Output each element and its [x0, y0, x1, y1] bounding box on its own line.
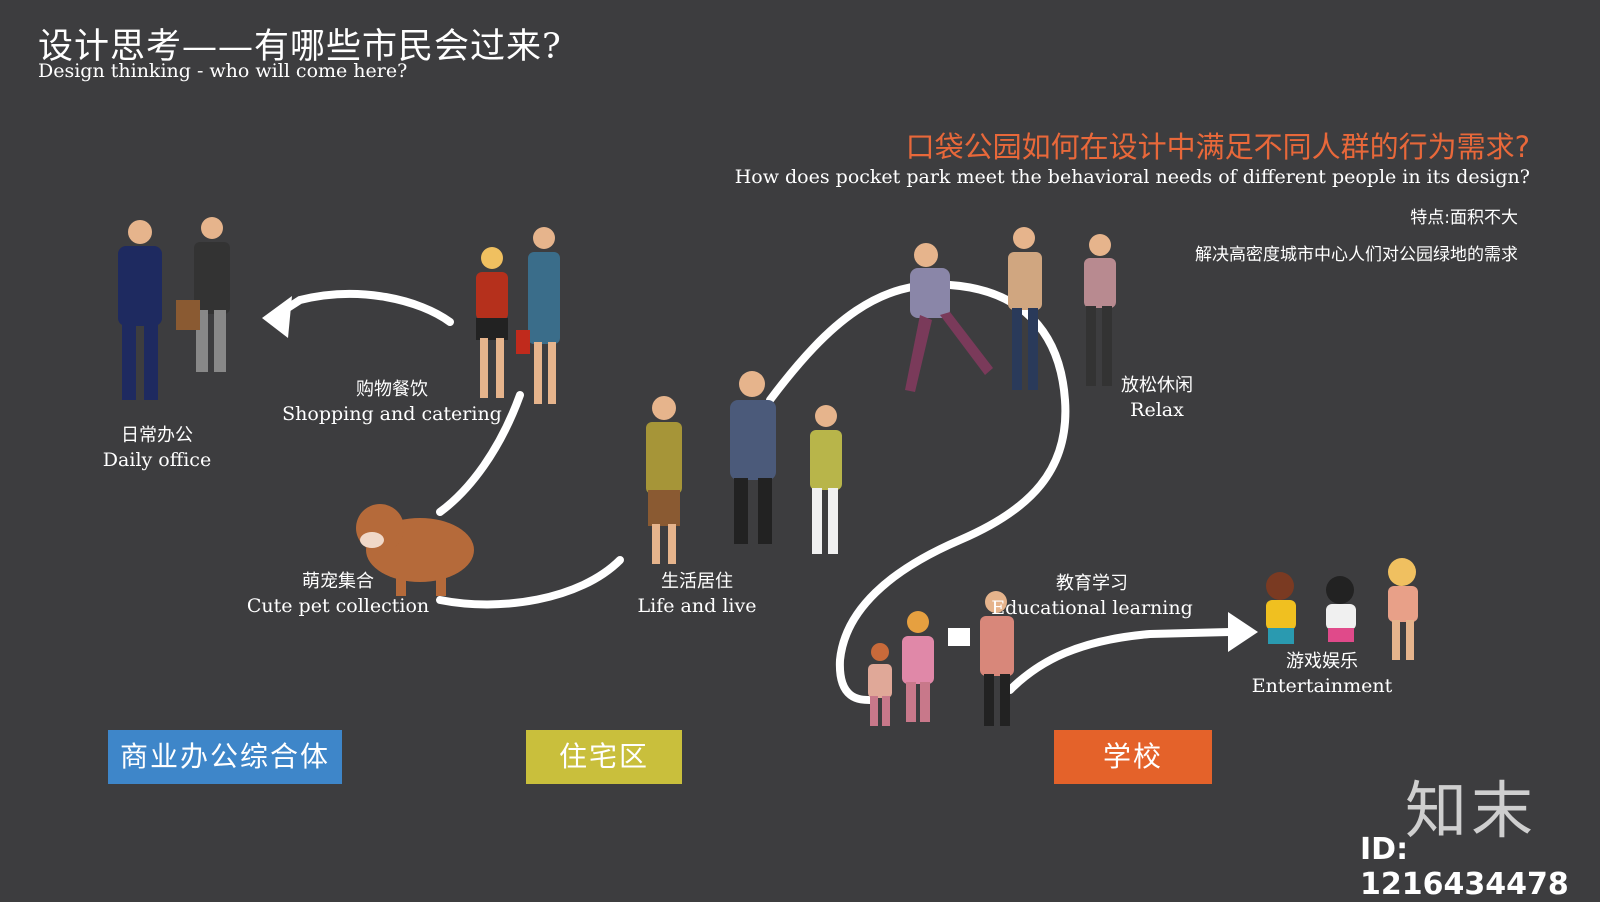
relaxing-woman-figure: [1008, 227, 1042, 390]
relaxing-woman-figure-2: [1084, 234, 1116, 386]
activity-label-en: Shopping and catering: [282, 403, 502, 425]
question-subheading: How does pocket park meet the behavioral…: [734, 166, 1530, 188]
zone-commercial-office: 商业办公综合体: [108, 730, 342, 784]
playing-kid-figure-2: [1326, 576, 1356, 642]
brand-logo: 知末: [1405, 774, 1538, 847]
activity-label-cn: 萌宠集合: [302, 571, 374, 592]
teacher-figure: [948, 591, 1014, 726]
arrow-left-head: [262, 296, 292, 338]
resident-woman-figure: [646, 396, 682, 564]
activity-label-en: Cute pet collection: [246, 595, 430, 617]
office-worker-figure: [118, 220, 162, 400]
activity-label-cn: 放松休闲: [1121, 375, 1193, 396]
activity-label-life: 生活居住 Life and live: [638, 570, 757, 618]
activity-label-cn: 购物餐饮: [356, 379, 428, 400]
question-heading: 口袋公园如何在设计中满足不同人群的行为需求?: [905, 130, 1530, 164]
resident-girl-figure: [810, 405, 842, 554]
feature-note: 特点:面积不大: [1410, 208, 1518, 228]
jogger-figure: [905, 243, 993, 392]
shopper-figure: [476, 247, 508, 398]
activity-label-shopping: 购物餐饮 Shopping and catering: [282, 378, 502, 426]
shopper-figure-2: [516, 227, 560, 404]
activity-label-en: Relax: [1130, 399, 1184, 421]
activity-label-cn: 教育学习: [1055, 573, 1128, 594]
flow-path: [268, 290, 454, 326]
resident-man-figure: [730, 371, 776, 544]
need-note: 解决高密度城市中心人们对公园绿地的需求: [1195, 245, 1518, 265]
activity-label-cn: 日常办公: [120, 425, 193, 446]
phone-worker-figure: [176, 217, 230, 372]
dog-figure: [356, 504, 474, 596]
playing-kid-figure-3: [1388, 558, 1418, 660]
arrow-right-head: [1228, 612, 1258, 652]
page-subtitle: Design thinking - who will come here?: [38, 60, 408, 82]
activity-label-en: Entertainment: [1251, 675, 1393, 697]
activity-label-en: Educational learning: [991, 597, 1193, 619]
activity-label-entertainment: 游戏娱乐 Entertainment: [1252, 650, 1392, 698]
flow-path-pet-to-home: [436, 556, 624, 609]
activity-label-en: Life and live: [637, 595, 757, 617]
activity-label-cn: 游戏娱乐: [1285, 651, 1358, 672]
flow-path-school-to-play: [1006, 628, 1234, 694]
activity-label-cn: 生活居住: [660, 571, 733, 592]
image-id-label: ID: 1216434478: [1360, 832, 1569, 902]
activity-label-office: 日常办公 Daily office: [103, 424, 211, 472]
activity-label-en: Daily office: [102, 449, 212, 471]
page-title: 设计思考——有哪些市民会过来?: [38, 27, 562, 67]
activity-label-pet: 萌宠集合 Cute pet collection: [247, 570, 429, 618]
playing-kid-figure: [1266, 572, 1296, 644]
zone-residential: 住宅区: [526, 730, 682, 784]
activity-label-relax: 放松休闲 Relax: [1121, 374, 1193, 422]
flow-path-shop-to-pet: [436, 391, 524, 516]
flow-path-home-to-relax: [766, 280, 1070, 704]
activity-label-education: 教育学习 Educational learning: [991, 572, 1193, 620]
child-figure: [868, 643, 892, 726]
zone-school: 学校: [1054, 730, 1212, 784]
student-figure: [902, 611, 934, 722]
